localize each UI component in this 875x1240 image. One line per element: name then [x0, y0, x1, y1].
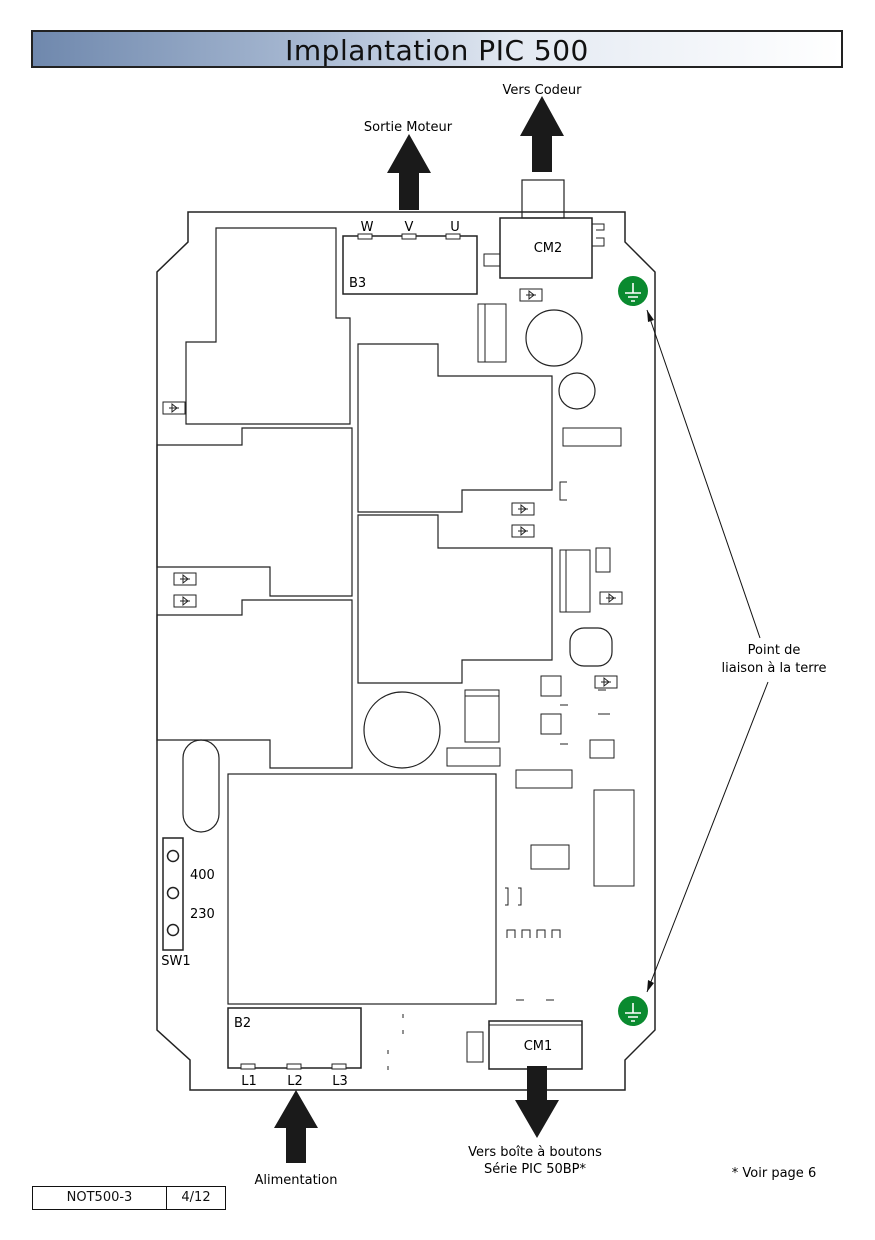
label-sw1: SW1 [161, 954, 190, 969]
label-boite-2: Série PIC 50BP* [484, 1162, 587, 1177]
label-b3: B3 [349, 276, 366, 291]
label-l3: L3 [332, 1074, 348, 1089]
arrow-alimentation [274, 1090, 318, 1163]
label-400: 400 [190, 868, 215, 883]
heatsink-mid-top [357, 343, 553, 513]
label-alimentation: Alimentation [255, 1173, 338, 1188]
arrow-sortie-moteur [387, 134, 431, 210]
label-l1: L1 [241, 1074, 257, 1089]
sw1-switch [162, 837, 184, 951]
capacitor-large [363, 691, 441, 769]
leader-line-top [646, 309, 761, 639]
footer-box: NOT500-3 4/12 [32, 1186, 226, 1210]
label-boite-1: Vers boîte à boutons [468, 1145, 602, 1160]
heatsink-left-top [185, 227, 351, 425]
label-vers-codeur: Vers Codeur [503, 83, 583, 98]
label-sortie-moteur: Sortie Moteur [364, 120, 453, 135]
label-v: V [405, 220, 414, 235]
arrow-vers-codeur [520, 96, 564, 172]
cm2-connector [499, 217, 593, 279]
ground-icon-top [618, 276, 648, 306]
transformer-block [227, 773, 497, 1005]
label-w: W [361, 220, 374, 235]
label-terre-1: Point de [748, 643, 801, 658]
pcb-outline [156, 211, 656, 1091]
fuse-holder [182, 739, 220, 833]
heatsink-mid-low [357, 514, 553, 684]
label-voir-page: * Voir page 6 [732, 1166, 816, 1181]
capacitor-top [525, 309, 583, 367]
page-title: Implantation PIC 500 [285, 34, 589, 67]
label-cm2: CM2 [534, 241, 563, 256]
label-230: 230 [190, 907, 215, 922]
arrow-vers-boite [515, 1066, 559, 1138]
heatsink-left-low [156, 599, 353, 769]
leader-line-bottom [646, 681, 769, 993]
label-terre-2: liaison à la terre [722, 661, 827, 676]
page-number: 4/12 [181, 1190, 211, 1205]
label-l2: L2 [287, 1074, 303, 1089]
ground-icon-bottom [618, 996, 648, 1026]
label-b2: B2 [234, 1016, 251, 1031]
doc-reference: NOT500-3 [33, 1187, 167, 1209]
title-bar: Implantation PIC 500 [31, 30, 843, 68]
label-u: U [450, 220, 460, 235]
label-cm1: CM1 [524, 1039, 553, 1054]
heatsink-left-mid [156, 427, 353, 597]
